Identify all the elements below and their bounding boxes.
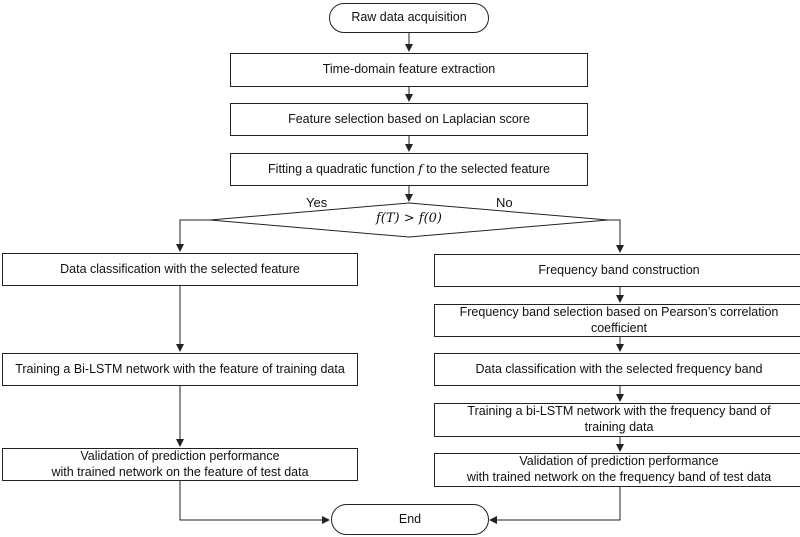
feature-extraction-label: Time-domain feature extraction <box>322 62 496 77</box>
right-validation-line2: with trained network on the frequency ba… <box>466 470 772 484</box>
right-classification-box: Data classification with the selected fr… <box>434 353 800 386</box>
decision-diamond <box>209 202 609 238</box>
band-construction-box: Frequency band construction <box>434 254 800 287</box>
decision-condition: f(T) > f(0) <box>375 211 442 226</box>
edge-decision-no <box>608 219 624 253</box>
edge-right-validation-to-end <box>489 487 621 524</box>
right-validation-box: Validation of prediction performance wit… <box>434 453 800 487</box>
no-label: No <box>496 195 513 210</box>
right-classification-label: Data classification with the selected fr… <box>475 361 763 376</box>
left-classification-label: Data classification with the selected fe… <box>60 261 300 276</box>
right-validation-line1: Validation of prediction performance <box>519 454 719 469</box>
edge-decision-yes <box>176 219 210 252</box>
right-training-line1: Training a bi-LSTM network with the freq… <box>467 404 771 419</box>
band-construction-label: Frequency band construction <box>538 262 700 277</box>
right-training-box: Training a bi-LSTM network with the freq… <box>434 403 800 437</box>
feature-extraction-box: Time-domain feature extraction <box>230 53 588 87</box>
left-training-label: Training a Bi-LSTM network with the feat… <box>15 361 345 376</box>
band-selection-line1: Frequency band selection based on Pearso… <box>459 304 779 319</box>
start-label: Raw data acquisition <box>351 10 467 25</box>
left-training-box: Training a Bi-LSTM network with the feat… <box>2 353 358 386</box>
left-classification-box: Data classification with the selected fe… <box>2 253 358 286</box>
right-training-line2: training data <box>584 420 654 434</box>
fitting-symbol: f <box>418 161 423 177</box>
end-label: End <box>398 511 422 526</box>
fitting-prefix: Fitting a quadratic function <box>268 162 415 177</box>
edge-left-validation-to-end <box>179 481 330 524</box>
band-selection-line2: coefficient <box>590 320 648 335</box>
fitting-suffix: to the selected feature <box>426 162 550 177</box>
left-validation-line2: with trained network on the feature of t… <box>51 464 309 479</box>
quadratic-fitting-box: Fitting a quadratic function f to the se… <box>230 153 588 186</box>
band-selection-box: Frequency band selection based on Pearso… <box>434 304 800 337</box>
feature-selection-box: Feature selection based on Laplacian sco… <box>230 103 588 136</box>
left-validation-box: Validation of prediction performance wit… <box>2 448 358 481</box>
end-node: End <box>331 504 489 535</box>
quadratic-fitting-label: Fitting a quadratic function f to the se… <box>268 161 550 178</box>
yes-label: Yes <box>306 195 328 210</box>
left-validation-line1: Validation of prediction performance <box>80 448 280 463</box>
feature-selection-label: Feature selection based on Laplacian sco… <box>288 111 530 126</box>
start-node: Raw data acquisition <box>329 3 489 33</box>
